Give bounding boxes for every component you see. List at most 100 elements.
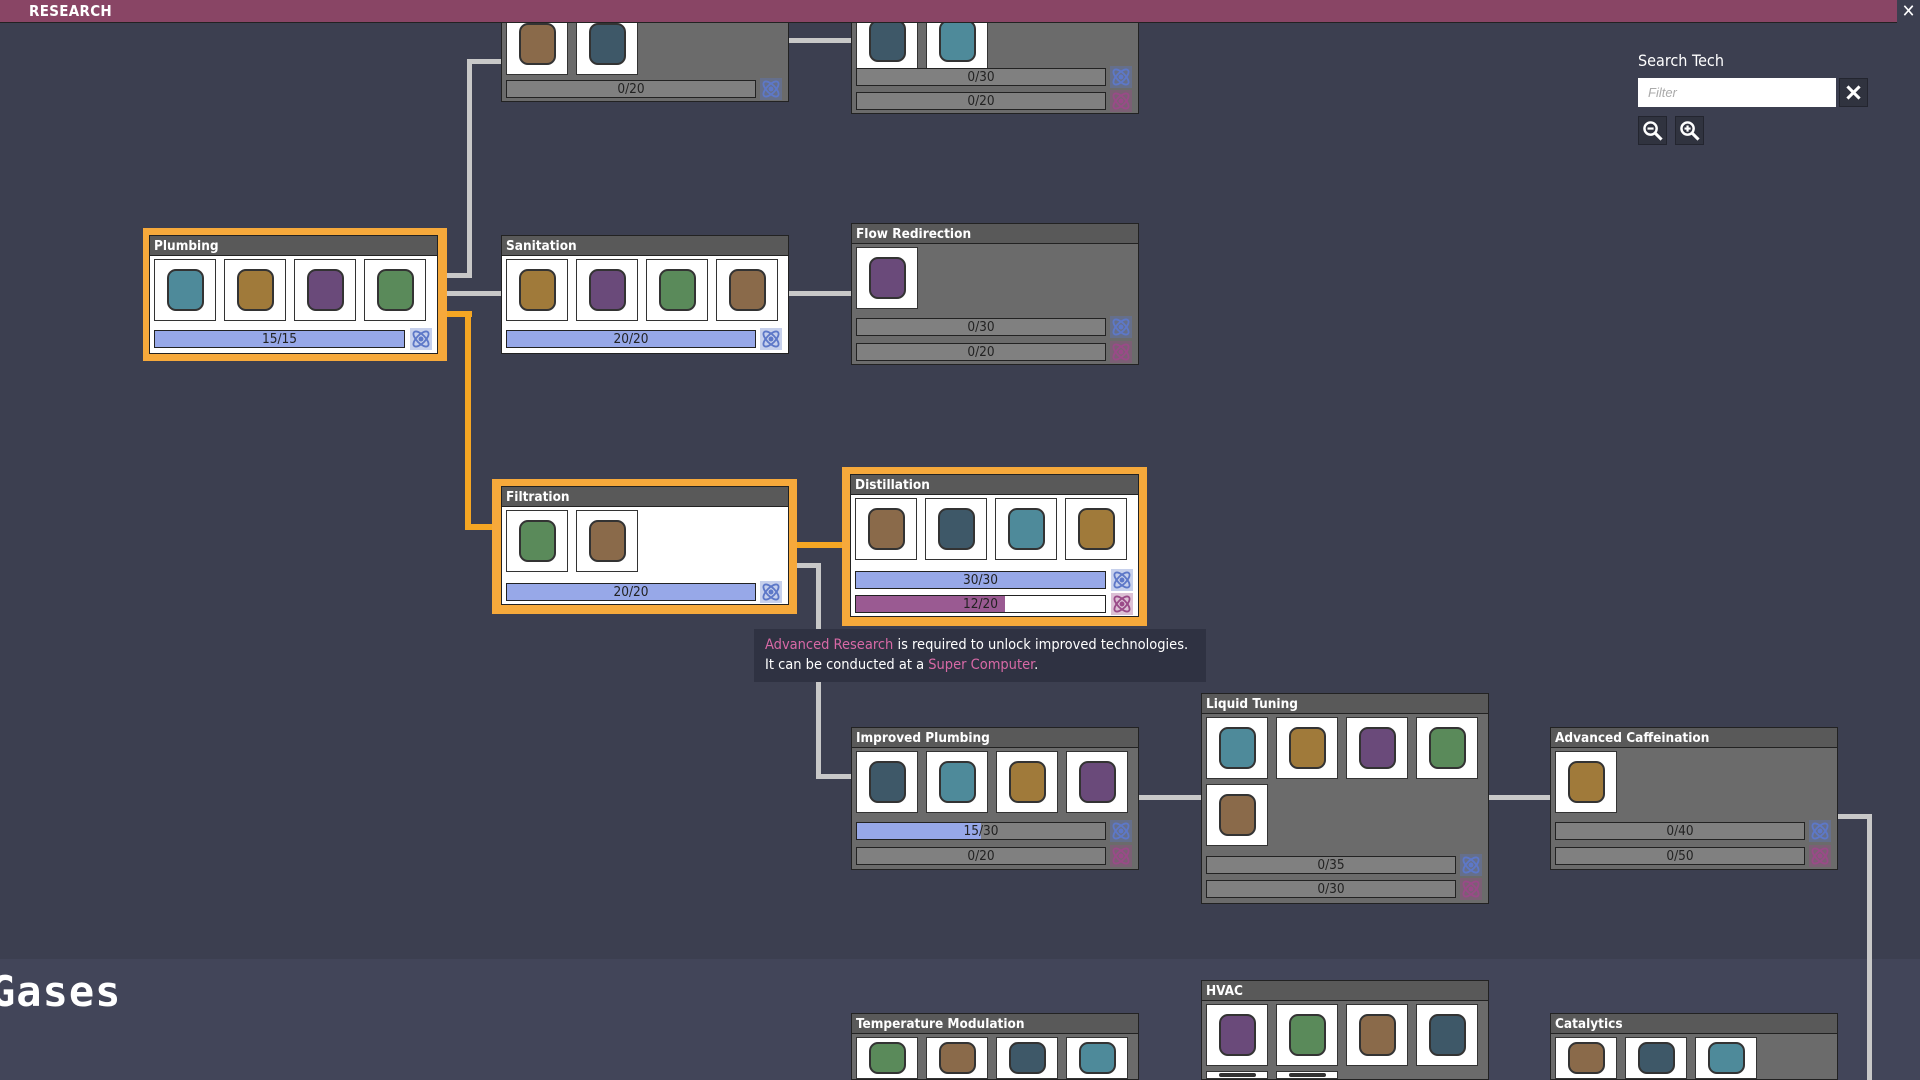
liquid-element-sensor-icon[interactable]: [1206, 717, 1268, 779]
oxylite-refinery-icon[interactable]: [1555, 1037, 1617, 1079]
advanced-research-atom-icon: [1110, 845, 1132, 867]
gas-thermo-sensor-icon[interactable]: [1346, 1004, 1408, 1066]
mechanized-valve-icon[interactable]: [856, 247, 918, 309]
building-illustration: [588, 23, 626, 65]
building-illustration: [1218, 1014, 1256, 1056]
water-purifier-icon[interactable]: [925, 498, 987, 560]
building-illustration: [938, 20, 976, 62]
desalinator-icon[interactable]: [995, 498, 1057, 560]
wash-basin-icon[interactable]: [576, 259, 638, 321]
building-illustration: [1078, 1042, 1116, 1074]
progress-fill: [507, 331, 755, 347]
oil-refinery-icon[interactable]: [1065, 498, 1127, 560]
espresso-machine-icon[interactable]: [1555, 751, 1617, 813]
liquid-germ-sensor-icon[interactable]: [1346, 717, 1408, 779]
liquid-pipe-icon[interactable]: [154, 259, 216, 321]
building-illustration: [518, 269, 556, 311]
basic-research-progress-bar: 15/15: [154, 330, 405, 348]
tech-title: Flow Redirection: [852, 224, 1138, 244]
tech-title: Improved Plumbing: [852, 728, 1138, 748]
research-points-label: 30/30: [963, 572, 998, 588]
building-illustration: [938, 761, 976, 803]
more-a-icon[interactable]: [1206, 1071, 1268, 1079]
basic-research-atom-icon: [760, 328, 782, 350]
space-heater-icon[interactable]: [1066, 1037, 1128, 1079]
fertilizer-synthesizer-icon[interactable]: [1625, 1037, 1687, 1079]
building-illustration: [1288, 1073, 1326, 1077]
research-points-label: 20/20: [613, 331, 649, 347]
building-illustration: [658, 269, 696, 311]
pipe-bridge-icon[interactable]: [364, 259, 426, 321]
insulated-pipe-icon[interactable]: [856, 751, 918, 813]
building-illustration: [1428, 1014, 1466, 1056]
gas-element-sensor-icon[interactable]: [1276, 1004, 1338, 1066]
building-illustration: [867, 508, 905, 550]
gas-filter-icon[interactable]: [576, 510, 638, 572]
search-filter-input[interactable]: [1638, 78, 1836, 107]
tech-title: Liquid Tuning: [1202, 694, 1488, 714]
basic-research-atom-icon: [760, 78, 782, 100]
basic-research-progress-bar: 0/40: [1555, 822, 1805, 840]
water-sieve-icon[interactable]: [506, 13, 568, 75]
liquid-reservoir-icon[interactable]: [926, 751, 988, 813]
advanced-research-atom-icon: [1111, 593, 1133, 615]
liquid-thermo-sensor-icon[interactable]: [1276, 717, 1338, 779]
advanced-research-progress-bar: 0/20: [856, 847, 1106, 865]
algae-distillery-icon[interactable]: [855, 498, 917, 560]
liquid-vent-icon[interactable]: [224, 259, 286, 321]
tech-title: HVAC: [1202, 981, 1488, 1001]
building-illustration: [938, 1042, 976, 1074]
building-illustration: [1077, 508, 1115, 550]
advanced-research-atom-icon: [1110, 90, 1132, 112]
building-illustration: [1358, 1014, 1396, 1056]
research-points-label: 0/35: [1317, 857, 1345, 873]
zoom-out-button[interactable]: [1638, 116, 1667, 145]
tech-connector: [1488, 795, 1550, 800]
tech-title: Distillation: [851, 475, 1138, 495]
chlorinator-icon[interactable]: [1695, 1037, 1757, 1079]
title-bar: RESEARCH ✕: [0, 0, 1920, 23]
tech-card-temperature-modulation[interactable]: Temperature Modulation: [851, 1013, 1139, 1080]
tech-connector: [787, 291, 851, 296]
advanced-research-atom-icon: [1460, 878, 1482, 900]
zoom-in-icon: [1679, 120, 1700, 141]
advanced-research-progress-bar: 0/50: [1555, 847, 1805, 865]
ice-maker-icon[interactable]: [926, 1037, 988, 1079]
building-illustration: [1218, 727, 1256, 769]
liquid-valve-icon[interactable]: [294, 259, 356, 321]
tech-card-hvac[interactable]: HVAC: [1201, 980, 1489, 1080]
radiant-pipe-icon[interactable]: [1416, 717, 1478, 779]
sink-icon[interactable]: [506, 259, 568, 321]
building-illustration: [1707, 1042, 1745, 1074]
close-button[interactable]: ✕: [1897, 0, 1920, 23]
thermo-regulator-icon[interactable]: [1206, 1004, 1268, 1066]
basic-research-atom-icon: [1809, 820, 1831, 842]
tech-card-catalytics[interactable]: Catalytics: [1550, 1013, 1838, 1080]
building-illustration: [728, 269, 766, 311]
clear-search-button[interactable]: [1839, 78, 1868, 107]
insulated-gas-pipe-icon[interactable]: [1416, 1004, 1478, 1066]
liquid-heater-icon[interactable]: [1206, 784, 1268, 846]
more-b-icon[interactable]: [1276, 1071, 1338, 1079]
liquid-shutoff-icon[interactable]: [996, 751, 1058, 813]
building-illustration: [1567, 761, 1605, 803]
zoom-in-button[interactable]: [1675, 116, 1704, 145]
shower-icon[interactable]: [716, 259, 778, 321]
liquid-filter-icon[interactable]: [506, 510, 568, 572]
lavatory-icon[interactable]: [646, 259, 708, 321]
liquid-meter-valve-icon[interactable]: [1066, 751, 1128, 813]
zoom-out-icon: [1642, 120, 1663, 141]
ice-fan-icon[interactable]: [856, 1037, 918, 1079]
insulated-tile-icon[interactable]: [996, 1037, 1058, 1079]
research-points-label: 0/40: [1666, 823, 1694, 839]
basic-research-atom-icon: [410, 328, 432, 350]
